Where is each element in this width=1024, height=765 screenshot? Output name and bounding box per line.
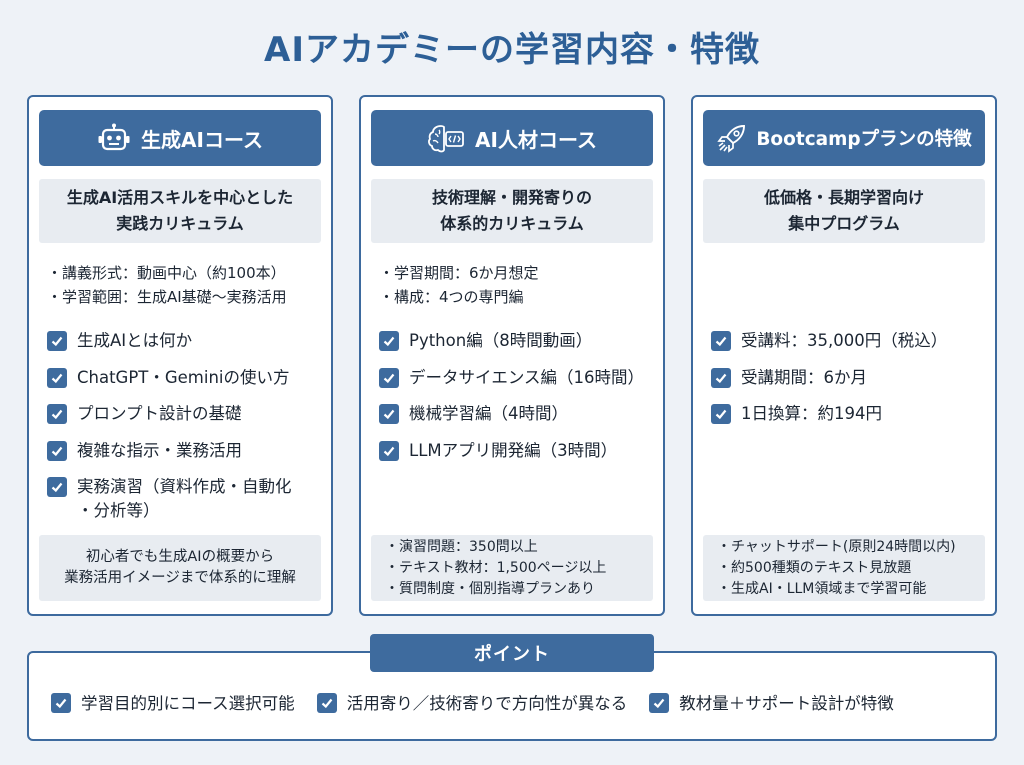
check-list: 受講料：35,000円（税込） 受講期間：6か月 1日換算：約194円 [711,329,985,439]
card-header-label: AI人材コース [475,127,597,152]
point-label: 教材量＋サポート設計が特徴 [679,694,894,713]
check-label: 受講料：35,000円（税込） [741,331,948,350]
rocket-icon [717,125,746,153]
checkbox-icon [711,404,731,424]
check-list: Python編（8時間動画） データサイエンス編（16時間） 機械学習編（4時間… [379,329,653,475]
check-item: プロンプト設計の基礎 [47,402,321,426]
summary-line: 業務活用イメージまで体系的に理解 [64,570,296,586]
checkbox-icon [47,440,67,461]
check-item: 1日換算：約194円 [711,402,985,426]
check-item: 機械学習編（4時間） [379,402,653,426]
check-item: 生成AIとは何か [47,329,321,353]
course-card-ai-talent: AI人材コース 技術理解・開発寄りの 体系的カリキュラム ・学習期間：6か月想定… [359,95,665,616]
checkbox-icon [649,693,670,713]
check-label: 受講期間：6か月 [741,367,867,387]
check-item: Python編（8時間動画） [379,329,653,353]
card-summary: ・チャットサポート(原則24時間以内) ・約500種類のテキスト見放題 ・生成A… [703,535,985,601]
checkbox-icon [379,367,399,388]
check-label: LLMアプリ開発編（3時間） [409,440,618,460]
summary-line: 初心者でも生成AIの概要から [85,549,275,565]
check-label: 機械学習編（4時間） [409,404,568,423]
points-header: ポイント [370,634,654,672]
subtitle-line: 体系的カリキュラム [440,214,584,233]
check-item: 複雑な指示・業務活用 [47,439,321,463]
checkbox-icon [379,404,399,424]
check-label: 生成AIとは何か [77,331,193,350]
check-item: 実務演習（資料作成・自動化 ・分析等） [47,475,321,523]
subtitle-line: 生成AI活用スキルを中心とした [66,188,294,207]
summary-line: ・生成AI・LLM領域まで学習可能 [717,580,927,597]
point-item: 学習目的別にコース選択可能 [51,690,295,714]
card-summary: ・演習問題：350問以上 ・テキスト教材：1,500ページ以上 ・質問制度・個別… [371,535,653,601]
plan-card-bootcamp: Bootcampプランの特徴 低価格・長期学習向け 集中プログラム 受講料：35… [691,95,997,616]
card-header-label: Bootcampプランの特徴 [756,129,972,150]
check-item: 受講期間：6か月 [711,366,985,390]
bullet-list: ・学習期間：6か月想定 ・構成：4つの専門編 [379,261,653,309]
checkbox-icon [379,440,399,461]
subtitle-line: 実践カリキュラム [116,214,244,233]
check-label: 実務演習（資料作成・自動化 ・分析等） [77,477,292,520]
point-label: 活用寄り／技術寄りで方向性が異なる [346,694,628,713]
summary-line: ・テキスト教材：1,500ページ以上 [385,559,607,576]
point-label: 学習目的別にコース選択可能 [81,694,295,713]
summary-line: ・質問制度・個別指導プランあり [385,580,595,597]
summary-line: ・チャットサポート(原則24時間以内) [717,538,956,555]
checkbox-icon [47,477,67,497]
check-label: ChatGPT・Geminiの使い方 [77,367,290,387]
course-card-generative-ai: 生成AIコース 生成AI活用スキルを中心とした 実践カリキュラム ・講義形式：動… [27,95,333,616]
card-header-label: 生成AIコース [141,127,263,152]
card-subtitle: 低価格・長期学習向け 集中プログラム [703,179,985,243]
check-label: プロンプト設計の基礎 [77,404,242,423]
checkbox-icon [47,404,67,424]
bullet-item: ・構成：4つの専門編 [379,288,524,306]
card-header: 生成AIコース [39,110,321,166]
page-title: AIアカデミーの学習内容・特徴 [264,30,760,70]
summary-line: ・約500種類のテキスト見放題 [717,559,912,576]
bullet-item: ・講義形式：動画中心（約100本） [47,264,286,282]
bullet-item: ・学習範囲：生成AI基礎〜実務活用 [47,288,287,306]
subtitle-line: 低価格・長期学習向け [763,188,924,207]
check-item: データサイエンス編（16時間） [379,366,653,390]
bullet-list: ・講義形式：動画中心（約100本） ・学習範囲：生成AI基礎〜実務活用 [47,261,321,309]
check-label: 複雑な指示・業務活用 [77,440,242,460]
card-subtitle: 技術理解・開発寄りの 体系的カリキュラム [371,179,653,243]
checkbox-icon [47,367,67,388]
check-label: 1日換算：約194円 [741,404,882,423]
subtitle-line: 集中プログラム [788,214,900,233]
checkbox-icon [711,331,731,351]
brain-code-icon [428,125,464,153]
check-label: Python編（8時間動画） [409,331,593,350]
point-item: 活用寄り／技術寄りで方向性が異なる [316,690,628,714]
check-item: ChatGPT・Geminiの使い方 [47,366,321,390]
card-header: AI人材コース [371,110,653,166]
card-subtitle: 生成AI活用スキルを中心とした 実践カリキュラム [39,179,321,243]
checkbox-icon [47,331,67,351]
summary-line: ・演習問題：350問以上 [385,538,538,555]
bullet-item: ・学習期間：6か月想定 [379,264,539,282]
points-list: 学習目的別にコース選択可能 活用寄り／技術寄りで方向性が異なる 教材量＋サポート… [51,690,984,714]
robot-icon [98,123,130,151]
point-item: 教材量＋サポート設計が特徴 [649,690,894,714]
checkbox-icon [316,693,337,713]
check-label: データサイエンス編（16時間） [409,367,645,387]
checkbox-icon [711,367,731,388]
check-list: 生成AIとは何か ChatGPT・Geminiの使い方 プロンプト設計の基礎 複… [47,329,321,536]
check-item: 受講料：35,000円（税込） [711,329,985,353]
check-item: LLMアプリ開発編（3時間） [379,439,653,463]
subtitle-line: 技術理解・開発寄りの [431,188,592,207]
checkbox-icon [51,693,71,713]
card-header: Bootcampプランの特徴 [703,110,985,166]
card-summary: 初心者でも生成AIの概要から 業務活用イメージまで体系的に理解 [39,535,321,601]
checkbox-icon [379,331,399,351]
